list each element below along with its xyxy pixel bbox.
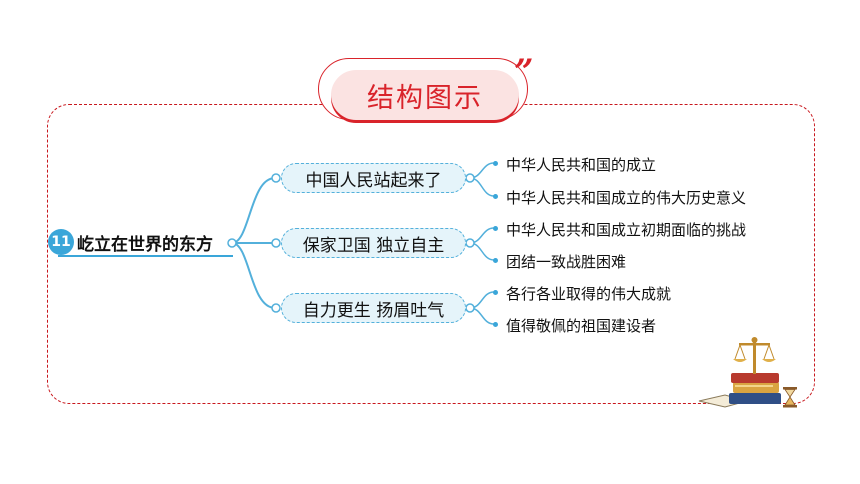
bullet-icon <box>493 226 498 231</box>
bullet-icon <box>493 290 498 295</box>
root-label: 屹立在世界的东方 <box>77 234 213 255</box>
scales-books-hourglass-icon <box>698 337 797 408</box>
leaf-item: 中华人民共和国的成立 <box>506 156 657 174</box>
bullet-icon <box>493 322 498 327</box>
root-underline <box>58 255 233 257</box>
branch-node: 保家卫国 独立自主 <box>281 228 466 258</box>
root-node: 11 屹立在世界的东方 <box>48 229 213 255</box>
branch-node: 自力更生 扬眉吐气 <box>281 293 466 323</box>
quote-mark-icon: ” <box>514 52 534 92</box>
branch-node: 中国人民站起来了 <box>281 163 466 193</box>
bullet-icon <box>493 161 498 166</box>
leaf-item: 团结一致战胜困难 <box>506 253 627 271</box>
bullet-icon <box>493 258 498 263</box>
bullet-icon <box>493 194 498 199</box>
section-title: 结构图示 <box>331 70 519 120</box>
lesson-number-badge: 11 <box>48 229 74 255</box>
leaf-item: 中华人民共和国成立的伟大历史意义 <box>506 189 747 207</box>
leaf-item: 中华人民共和国成立初期面临的挑战 <box>506 221 747 239</box>
leaf-item: 各行各业取得的伟大成就 <box>506 285 672 303</box>
leaf-item: 值得敬佩的祖国建设者 <box>506 317 657 335</box>
